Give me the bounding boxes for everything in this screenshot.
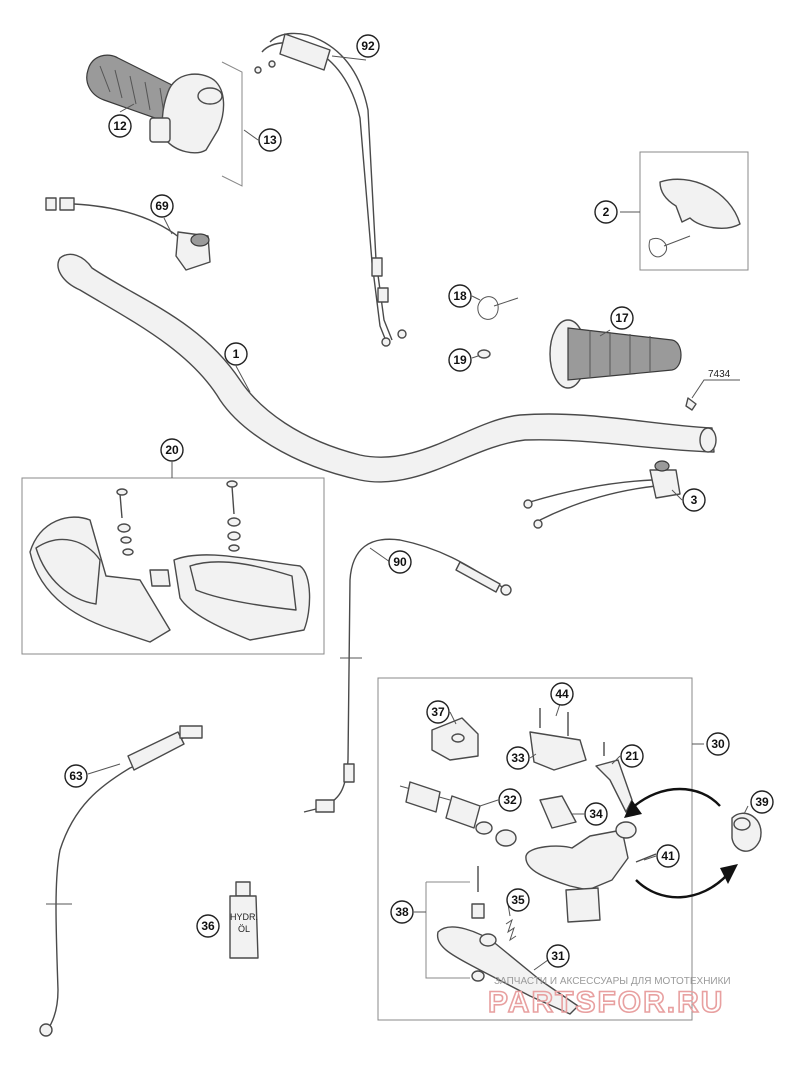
callout-41: 41 [656,844,680,868]
svg-text:92: 92 [361,39,375,53]
callout-31: 31 [546,944,570,968]
svg-text:31: 31 [551,949,565,963]
callout-33: 33 [506,746,530,770]
handguard-bolt-right [226,480,241,552]
svg-text:63: 63 [69,769,83,783]
piston-32 [399,781,517,847]
callout-3: 3 [682,488,706,512]
svg-text:1: 1 [233,347,240,361]
watermark-brand: PARTSFOR.RU [488,986,724,1019]
callout-32: 32 [498,788,522,812]
callout-35: 35 [506,888,530,912]
callout-92: 92 [356,34,380,58]
svg-text:20: 20 [165,443,179,457]
clamp-37 [431,717,479,761]
throttle-cables [254,32,407,347]
throttle-housing [149,61,243,187]
callout-19: 19 [448,348,472,372]
callout-38: 38 [390,900,414,924]
callout-2: 2 [594,200,618,224]
leader-lines [87,55,749,971]
svg-text:30: 30 [711,737,725,751]
callout-37: 37 [426,700,450,724]
brake-lever-31 [436,926,579,1015]
watermark-subtitle: ЗАПЧАСТИ И АКСЕССУАРЫ ДЛЯ МОТОТЕХНИКИ [494,976,731,987]
left-grip [549,319,682,389]
pivot-bolt-38 [425,866,485,982]
callout-36: 36 [196,914,220,938]
callout-44: 44 [550,682,574,706]
handguard-bolt-left [116,488,134,556]
callout-13: 13 [258,128,282,152]
svg-text:17: 17 [615,311,629,325]
svg-text:34: 34 [589,807,603,821]
callout-39: 39 [750,790,774,814]
callout-12: 12 [108,114,132,138]
svg-text:90: 90 [393,555,407,569]
clamp-39 [731,812,762,852]
part-number-7434: 7434 [708,369,731,380]
cable-tie [477,296,519,320]
svg-text:32: 32 [503,793,517,807]
callout-90: 90 [388,550,412,574]
svg-text:69: 69 [155,199,169,213]
callout-34: 34 [584,802,608,826]
rotation-arrow-bottom [635,864,738,899]
sensor-cable [39,725,203,1037]
svg-text:44: 44 [555,687,569,701]
svg-text:12: 12 [113,119,127,133]
svg-text:36: 36 [201,919,215,933]
callout-63: 63 [64,764,88,788]
nut-19 [477,349,491,359]
master-cylinder-body [525,821,657,923]
callout-30: 30 [706,732,730,756]
svg-text:38: 38 [395,905,409,919]
svg-text:13: 13 [263,133,277,147]
hydraulic-oil-bottle: HYDR. ÖL [229,881,259,959]
svg-text:18: 18 [453,289,467,303]
cover-33 [529,708,587,771]
oil-label-line2: ÖL [238,924,250,934]
grip-end-cap-box [639,151,749,271]
svg-text:39: 39 [755,795,769,809]
svg-text:37: 37 [431,705,445,719]
callout-1: 1 [224,342,248,366]
bar-end-insert [685,379,740,411]
svg-text:3: 3 [691,493,698,507]
svg-text:35: 35 [511,893,525,907]
watermark: ЗАПЧАСТИ И АКСЕССУАРЫ ДЛЯ МОТОТЕХНИКИ PA… [487,976,731,1020]
spring-35 [505,918,517,942]
callout-18: 18 [448,284,472,308]
callout-69: 69 [150,194,174,218]
starter-switch [523,460,681,529]
rotation-arrow-top [624,787,721,818]
callout-17: 17 [610,306,634,330]
handguard-kit [21,477,325,655]
svg-text:19: 19 [453,353,467,367]
clutch-cable [303,538,512,813]
callout-20: 20 [160,438,184,462]
handlebar [57,253,717,483]
boot-34 [539,795,577,829]
svg-text:41: 41 [661,849,675,863]
svg-text:33: 33 [511,751,525,765]
oil-label-line1: HYDR. [230,912,258,922]
svg-text:2: 2 [603,205,610,219]
svg-text:21: 21 [625,749,639,763]
brake-master-cylinder-box [377,677,704,1021]
callout-21: 21 [620,744,644,768]
